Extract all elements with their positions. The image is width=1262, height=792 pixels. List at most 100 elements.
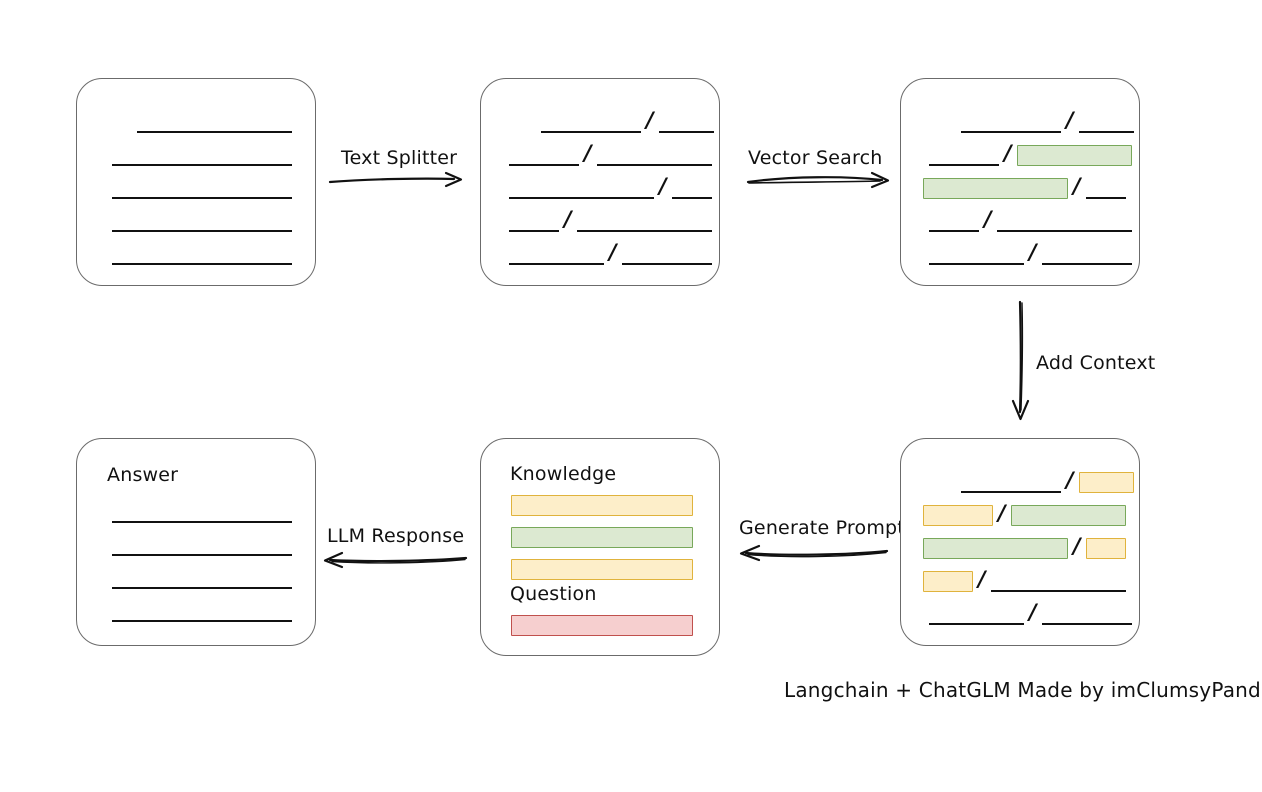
text-underline-segment <box>112 243 292 265</box>
slash-separator: / <box>1073 174 1081 198</box>
text-underline-segment <box>112 567 292 589</box>
text-line-row: / <box>509 141 712 166</box>
knowledge-bar-yellow <box>511 559 693 580</box>
slash-separator: / <box>1066 108 1074 132</box>
text-underline-segment <box>137 111 292 133</box>
yellow-highlight-chip <box>1078 472 1134 493</box>
edge-vector-search-arrow <box>746 171 890 189</box>
text-underline-segment <box>112 501 292 523</box>
slash-separator: / <box>1066 468 1074 492</box>
knowledge-bar-green <box>511 527 693 548</box>
text-underline-segment <box>929 210 979 232</box>
text-line-row: / <box>923 501 1126 526</box>
text-line-row: / <box>961 108 1134 133</box>
context-added-chunks-lines: / / / / / <box>901 439 1139 645</box>
text-underline-segment <box>112 144 292 166</box>
text-underline-segment <box>961 111 1061 133</box>
edge-llm-response-label: LLM Response <box>327 525 465 547</box>
text-underline-segment <box>990 570 1126 592</box>
edge-add-context-arrow <box>1011 300 1030 421</box>
green-highlight-chip <box>1010 505 1126 526</box>
text-line-row <box>112 501 292 523</box>
slash-separator: / <box>609 240 617 264</box>
slash-separator: / <box>984 207 992 231</box>
slash-separator: / <box>564 207 572 231</box>
text-line-row: / <box>509 240 712 265</box>
text-underline-segment <box>1085 177 1126 199</box>
text-underline-segment <box>509 210 559 232</box>
text-underline-segment <box>996 210 1132 232</box>
text-line-row: / <box>923 174 1126 199</box>
slash-separator: / <box>1029 240 1037 264</box>
text-underline-segment <box>112 534 292 556</box>
edge-llm-response-arrow <box>323 551 468 569</box>
node-vector-matched-chunks[interactable]: / / / / / <box>900 78 1140 286</box>
edge-generate-prompt-arrow <box>739 544 889 562</box>
text-line-row: / <box>961 468 1134 493</box>
slash-separator: / <box>584 141 592 165</box>
edge-text-splitter-label: Text Splitter <box>341 147 458 169</box>
green-highlight-chip <box>1016 145 1132 166</box>
node-context-added-chunks[interactable]: / / / / / <box>900 438 1140 646</box>
text-line-row <box>112 534 292 556</box>
edge-generate-prompt-label: Generate Prompt <box>739 517 905 539</box>
slash-separator: / <box>998 501 1006 525</box>
text-underline-segment <box>112 600 292 622</box>
text-underline-segment <box>1041 603 1132 625</box>
node-answer[interactable]: Answer <box>76 438 316 646</box>
text-underline-segment <box>509 243 604 265</box>
text-line-row <box>112 144 292 166</box>
text-line-row: / <box>541 108 714 133</box>
source-document-lines <box>77 79 315 285</box>
text-underline-segment <box>929 144 999 166</box>
text-line-row: / <box>923 567 1126 592</box>
slash-separator: / <box>978 567 986 591</box>
yellow-highlight-chip <box>923 571 973 592</box>
node-source-document[interactable] <box>76 78 316 286</box>
yellow-highlight-chip <box>1085 538 1126 559</box>
edge-text-splitter-arrow <box>328 171 463 188</box>
node-generated-prompt[interactable]: Knowledge Question <box>480 438 720 656</box>
text-line-row <box>112 210 292 232</box>
slash-separator: / <box>646 108 654 132</box>
text-underline-segment <box>509 144 579 166</box>
slash-separator: / <box>1029 600 1037 624</box>
text-line-row <box>112 567 292 589</box>
question-label: Question <box>510 583 597 605</box>
text-underline-segment <box>671 177 712 199</box>
answer-lines <box>77 439 315 645</box>
text-line-row: / <box>929 141 1132 166</box>
text-underline-segment <box>1078 111 1134 133</box>
text-underline-segment <box>1041 243 1132 265</box>
text-underline-segment <box>112 177 292 199</box>
text-line-row <box>112 243 292 265</box>
text-line-row <box>112 177 292 199</box>
text-line-row: / <box>929 240 1132 265</box>
vector-matched-chunks-lines: / / / / / <box>901 79 1139 285</box>
edge-add-context-label: Add Context <box>1036 352 1156 374</box>
text-underline-segment <box>541 111 641 133</box>
text-underline-segment <box>112 210 292 232</box>
slash-separator: / <box>1004 141 1012 165</box>
text-underline-segment <box>576 210 712 232</box>
text-line-row: / <box>923 534 1126 559</box>
knowledge-bar-yellow <box>511 495 693 516</box>
yellow-highlight-chip <box>923 505 993 526</box>
text-line-row <box>137 111 292 133</box>
text-line-row: / <box>929 207 1132 232</box>
text-line-row <box>112 600 292 622</box>
text-underline-segment <box>509 177 654 199</box>
green-highlight-chip <box>923 538 1068 559</box>
text-underline-segment <box>621 243 712 265</box>
green-highlight-chip <box>923 178 1068 199</box>
node-split-chunks[interactable]: / / / / / <box>480 78 720 286</box>
edge-vector-search-label: Vector Search <box>748 147 883 169</box>
diagram-caption: Langchain + ChatGLM Made by imClumsyPand… <box>784 678 1262 702</box>
split-chunks-lines: / / / / / <box>481 79 719 285</box>
question-bar-red <box>511 615 693 636</box>
slash-separator: / <box>659 174 667 198</box>
knowledge-label: Knowledge <box>510 463 617 485</box>
slash-separator: / <box>1073 534 1081 558</box>
text-underline-segment <box>929 243 1024 265</box>
